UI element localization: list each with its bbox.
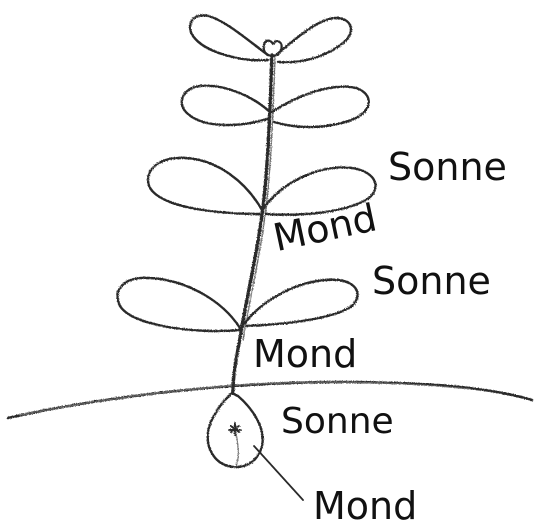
label-mond-lower: Mond — [313, 487, 417, 525]
pointer-line — [254, 446, 303, 500]
leaf-third-left — [148, 158, 262, 214]
label-mond-middle: Mond — [253, 335, 357, 373]
leaf-second-right — [272, 87, 369, 127]
label-sonne-middle: Sonne — [372, 262, 491, 300]
leaf-fourth-right — [244, 280, 358, 326]
label-sonne-lower: Sonne — [281, 404, 394, 440]
leaf-top-right — [276, 18, 351, 62]
leaf-top-left — [190, 15, 268, 60]
leaf-fourth-left — [118, 278, 240, 331]
seed-core — [229, 423, 241, 435]
leaf-second-left — [182, 86, 270, 125]
label-sonne-upper: Sonne — [388, 148, 507, 186]
